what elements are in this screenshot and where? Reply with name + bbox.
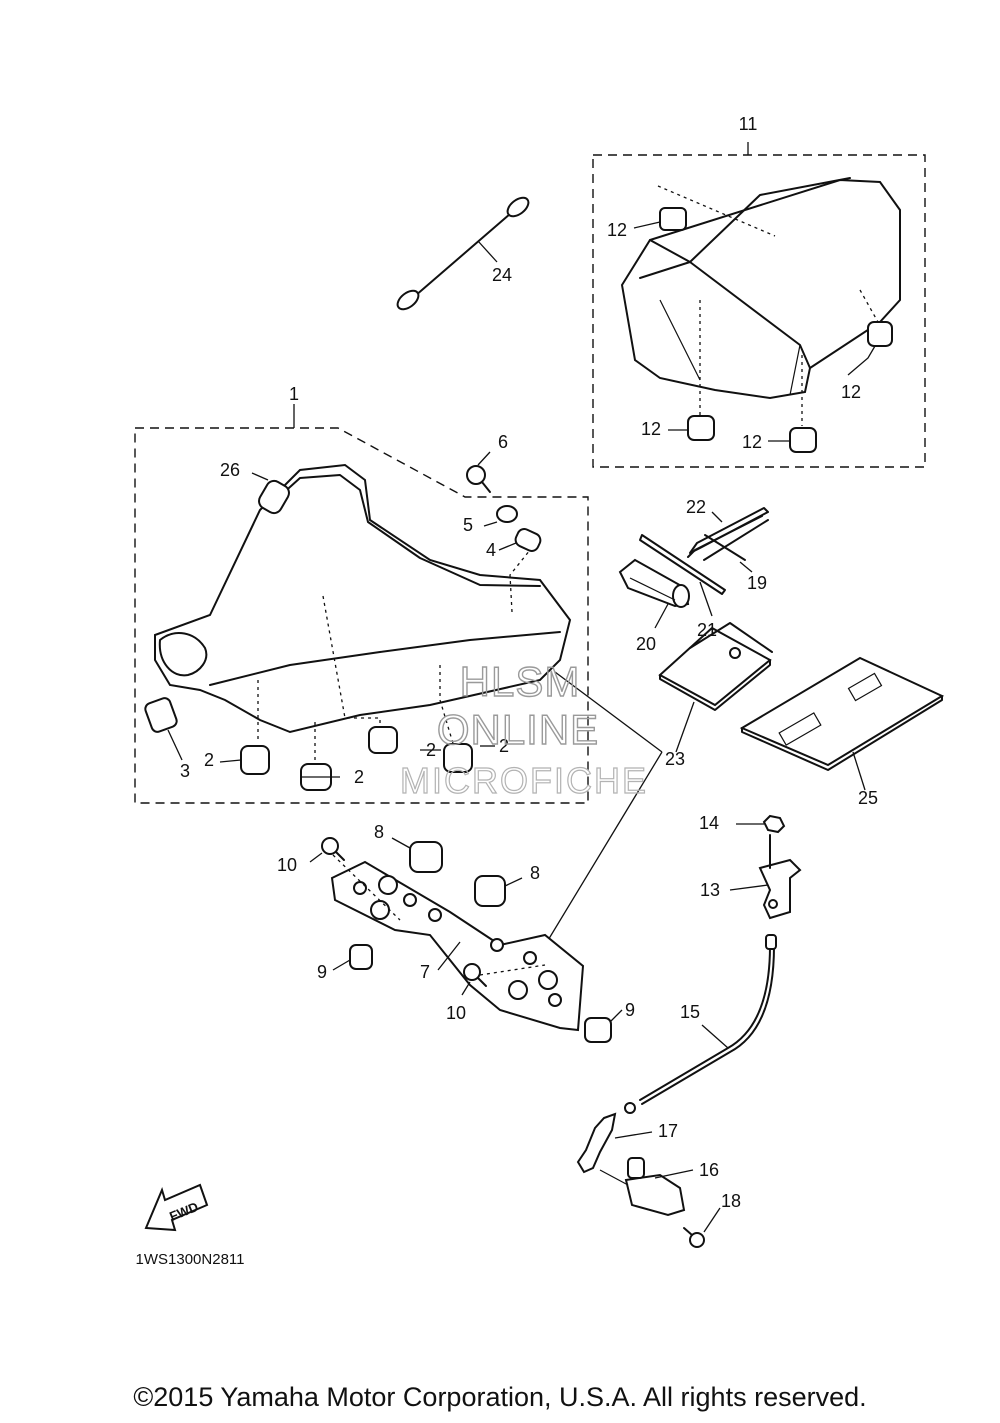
callout-2: 2 bbox=[354, 767, 364, 787]
seat-hardware bbox=[466, 465, 542, 552]
seat-lock-cylinder bbox=[599, 1157, 694, 1217]
watermark-line-1: HLSM bbox=[460, 658, 581, 705]
watermark: HLSM ONLINE MICROFICHE bbox=[399, 657, 648, 801]
callout-20: 20 bbox=[636, 634, 656, 654]
bracket-bolt bbox=[321, 837, 487, 987]
callout-15: 15 bbox=[680, 1002, 700, 1022]
callout-23: 23 bbox=[665, 749, 685, 769]
callout-12: 12 bbox=[742, 432, 762, 452]
callout-9: 9 bbox=[625, 1000, 635, 1020]
callout-12: 12 bbox=[841, 382, 861, 402]
callout-labels: 1 2 2 2 2 3 4 5 6 7 8 8 9 9 10 10 11 12 … bbox=[180, 114, 878, 1211]
bracket-damper bbox=[349, 841, 612, 1043]
hex-wrenches bbox=[687, 507, 769, 561]
screwdriver-handle bbox=[618, 558, 690, 608]
screwdriver-bit bbox=[639, 534, 726, 595]
callout-21: 21 bbox=[697, 620, 717, 640]
callout-16: 16 bbox=[699, 1160, 719, 1180]
seat-lock-assembly bbox=[576, 814, 802, 1248]
callout-14: 14 bbox=[699, 813, 719, 833]
callout-18: 18 bbox=[721, 1191, 741, 1211]
callout-9: 9 bbox=[317, 962, 327, 982]
callout-4: 4 bbox=[486, 540, 496, 560]
tool-kit bbox=[618, 507, 769, 629]
lock-bracket bbox=[729, 834, 802, 920]
seat-lock-wire bbox=[396, 196, 530, 311]
callout-2: 2 bbox=[426, 740, 436, 760]
fwd-arrow-icon bbox=[144, 1183, 209, 1232]
watermark-line-3: MICROFICHE bbox=[400, 760, 648, 801]
callout-2: 2 bbox=[499, 736, 509, 756]
callout-8: 8 bbox=[374, 822, 384, 842]
callout-19: 19 bbox=[747, 573, 767, 593]
rear-seat bbox=[620, 177, 901, 426]
callout-13: 13 bbox=[700, 880, 720, 900]
callout-12: 12 bbox=[607, 220, 627, 240]
rear-seat-group bbox=[592, 142, 926, 468]
double-seat-group bbox=[134, 404, 589, 804]
copyright-notice: ©2015 Yamaha Motor Corporation, U.S.A. A… bbox=[133, 1382, 866, 1412]
callout-3: 3 bbox=[180, 761, 190, 781]
lock-nut bbox=[736, 814, 786, 834]
callout-7: 7 bbox=[420, 962, 430, 982]
callout-1: 1 bbox=[289, 384, 299, 404]
seat-lock-cable bbox=[624, 934, 777, 1114]
seat-damper bbox=[240, 726, 473, 791]
callout-24: 24 bbox=[492, 265, 512, 285]
diagram-code: 1WS1300N2811 bbox=[136, 1251, 245, 1268]
callout-17: 17 bbox=[658, 1121, 678, 1141]
callout-5: 5 bbox=[463, 515, 473, 535]
callout-10: 10 bbox=[446, 1003, 466, 1023]
callout-25: 25 bbox=[858, 788, 878, 808]
callout-12: 12 bbox=[641, 419, 661, 439]
watermark-line-2: ONLINE bbox=[437, 706, 599, 753]
tool-bag bbox=[658, 622, 773, 753]
callout-8: 8 bbox=[530, 863, 540, 883]
callout-11: 11 bbox=[739, 114, 758, 134]
callout-6: 6 bbox=[498, 432, 508, 452]
callout-2: 2 bbox=[204, 750, 214, 770]
callout-22: 22 bbox=[686, 497, 706, 517]
callout-26: 26 bbox=[220, 460, 240, 480]
rear-seat-damper bbox=[659, 207, 893, 453]
lock-screw bbox=[683, 1207, 721, 1248]
callout-10: 10 bbox=[277, 855, 297, 875]
lock-lever bbox=[576, 1112, 653, 1174]
owners-manual bbox=[739, 656, 945, 791]
